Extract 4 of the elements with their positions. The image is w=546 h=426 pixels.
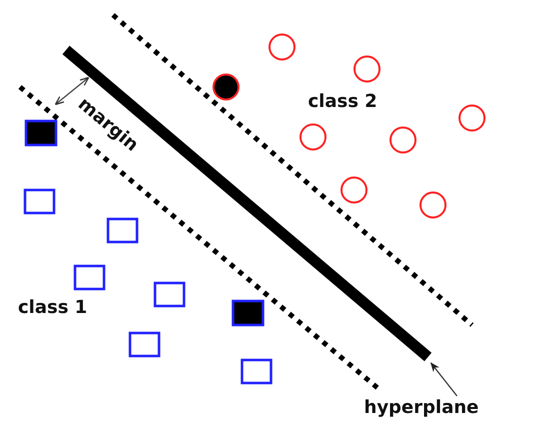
axis-label: class 1 <box>18 299 88 317</box>
leader-line <box>430 362 458 396</box>
axis-label: class 2 <box>308 93 378 111</box>
annotation-text: hyperplane <box>364 399 479 417</box>
